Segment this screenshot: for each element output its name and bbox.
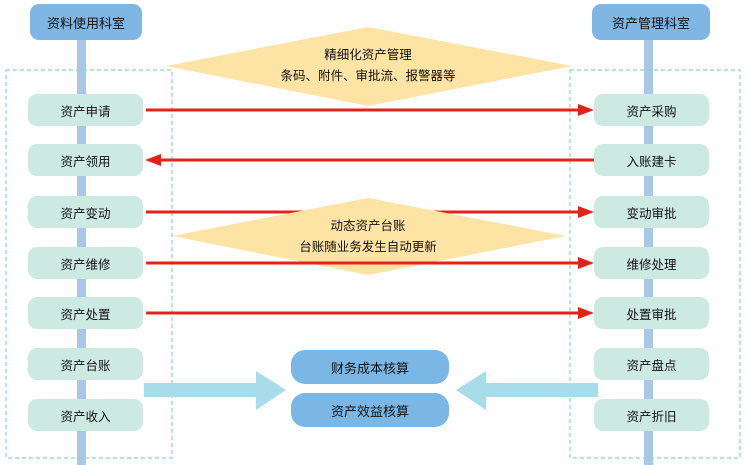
mid-diamond-line1: 动态资产台账 <box>330 218 406 233</box>
center-box-asset-benefit[interactable]: 资产效益核算 <box>291 393 449 427</box>
arrow-repair-process-head <box>578 257 594 269</box>
left-node-receive[interactable]: 资产领用 <box>28 144 143 176</box>
right-node-inventory[interactable]: 资产盘点 <box>594 348 709 380</box>
right-node-card[interactable]: 入账建卡 <box>594 144 709 176</box>
right-wide-arrow <box>456 371 598 410</box>
top-diamond-line1: 精细化资产管理 <box>324 47 412 62</box>
arrow-dispose-approve-head <box>578 307 594 319</box>
left-node-repair[interactable]: 资产维修 <box>28 247 143 279</box>
left-wide-arrow <box>144 371 286 410</box>
top-diamond-text: 精细化资产管理 条码、附件、审批流、报警器等 <box>268 44 468 86</box>
left-node-income[interactable]: 资产收入 <box>28 399 143 431</box>
right-node-purchase[interactable]: 资产采购 <box>594 94 709 126</box>
mid-diamond <box>172 198 566 275</box>
right-header: 资产管理科室 <box>592 4 710 40</box>
left-node-apply[interactable]: 资产申请 <box>28 94 143 126</box>
arrow-change-approve-head <box>578 206 594 218</box>
right-node-depreciation[interactable]: 资产折旧 <box>594 399 709 431</box>
center-box-finance-cost[interactable]: 财务成本核算 <box>291 350 449 384</box>
left-header: 资料使用科室 <box>30 4 142 40</box>
arrow-apply-purchase-head <box>578 104 594 116</box>
mid-diamond-line2: 台账随业务发生自动更新 <box>299 239 437 254</box>
left-node-ledger[interactable]: 资产台账 <box>28 348 143 380</box>
right-node-change-approve[interactable]: 变动审批 <box>594 196 709 228</box>
left-node-dispose[interactable]: 资产处置 <box>28 297 143 329</box>
top-diamond <box>166 27 572 106</box>
right-dashed-frame <box>569 69 741 459</box>
mid-diamond-text: 动态资产台账 台账随业务发生自动更新 <box>268 215 468 257</box>
left-node-change[interactable]: 资产变动 <box>28 196 143 228</box>
right-node-repair-process[interactable]: 维修处理 <box>594 247 709 279</box>
right-node-dispose-approve[interactable]: 处置审批 <box>594 297 709 329</box>
arrow-card-receive-head <box>145 154 161 166</box>
top-diamond-line2: 条码、附件、审批流、报警器等 <box>280 68 456 83</box>
